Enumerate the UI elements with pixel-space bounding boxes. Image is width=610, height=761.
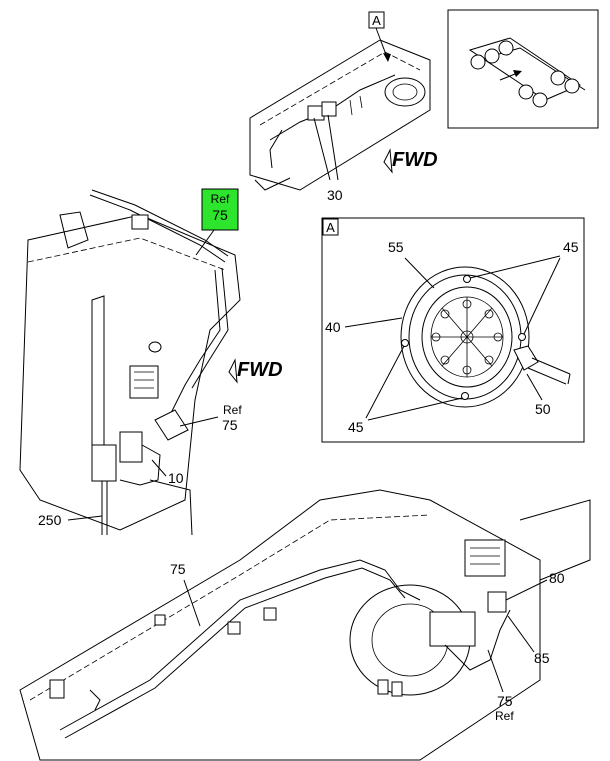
frame-rail-bracket-illustration <box>249 39 431 191</box>
svg-text:FWD: FWD <box>392 149 438 171</box>
leader-30 <box>313 114 339 181</box>
leader-75-bottom <box>487 649 504 693</box>
leader-80 <box>505 579 548 601</box>
truck-chassis-inset <box>468 37 586 108</box>
leader-250 <box>67 515 103 521</box>
leader-45-bottom <box>365 345 463 421</box>
callout-75-mid: 75 <box>170 561 186 577</box>
callout-75-ref: 75 <box>222 417 238 433</box>
callout-50: 50 <box>535 401 551 417</box>
chassis-inset-frame <box>447 9 599 129</box>
callout-45-bottom: 45 <box>348 419 364 435</box>
highlighted-ref-75[interactable] <box>201 188 239 231</box>
fwd-arrow-top: FWD <box>383 148 438 174</box>
callout-30: 30 <box>327 187 343 203</box>
leader-55 <box>404 257 435 289</box>
cab-panel-illustration <box>19 189 241 536</box>
leader-75-ref <box>179 416 219 427</box>
detail-a-frame <box>321 217 585 443</box>
callout-80: 80 <box>549 570 565 586</box>
leader-40 <box>344 317 403 328</box>
detail-pointer-letter: A <box>372 13 381 28</box>
callout-ref-label: Ref <box>223 403 242 417</box>
svg-text:FWD: FWD <box>237 359 283 381</box>
callout-85: 85 <box>534 650 550 666</box>
fwd-arrow-middle: FWD <box>228 358 283 384</box>
leader-85 <box>507 615 535 653</box>
callout-55: 55 <box>388 239 404 255</box>
detail-a-box <box>322 218 339 236</box>
chassis-harness-illustration <box>19 489 591 761</box>
detail-a-letter: A <box>326 220 335 235</box>
leader-50 <box>526 373 543 401</box>
highlight-ref-label: Ref <box>211 192 230 206</box>
callout-75-bottom: 75 <box>497 693 513 709</box>
highlight-ref-number: 75 <box>212 207 228 223</box>
callout-45-top: 45 <box>563 239 579 255</box>
callout-75-bottom-ref: Ref <box>495 709 514 723</box>
callout-10: 10 <box>168 470 184 486</box>
leader-10 <box>151 459 167 477</box>
gauge-connector-illustration <box>400 266 571 408</box>
callout-40: 40 <box>325 319 341 335</box>
arrowhead-icon <box>383 53 391 62</box>
callout-250: 250 <box>38 512 62 528</box>
leader-45-top <box>469 255 561 335</box>
leader-75-mid <box>183 579 201 627</box>
